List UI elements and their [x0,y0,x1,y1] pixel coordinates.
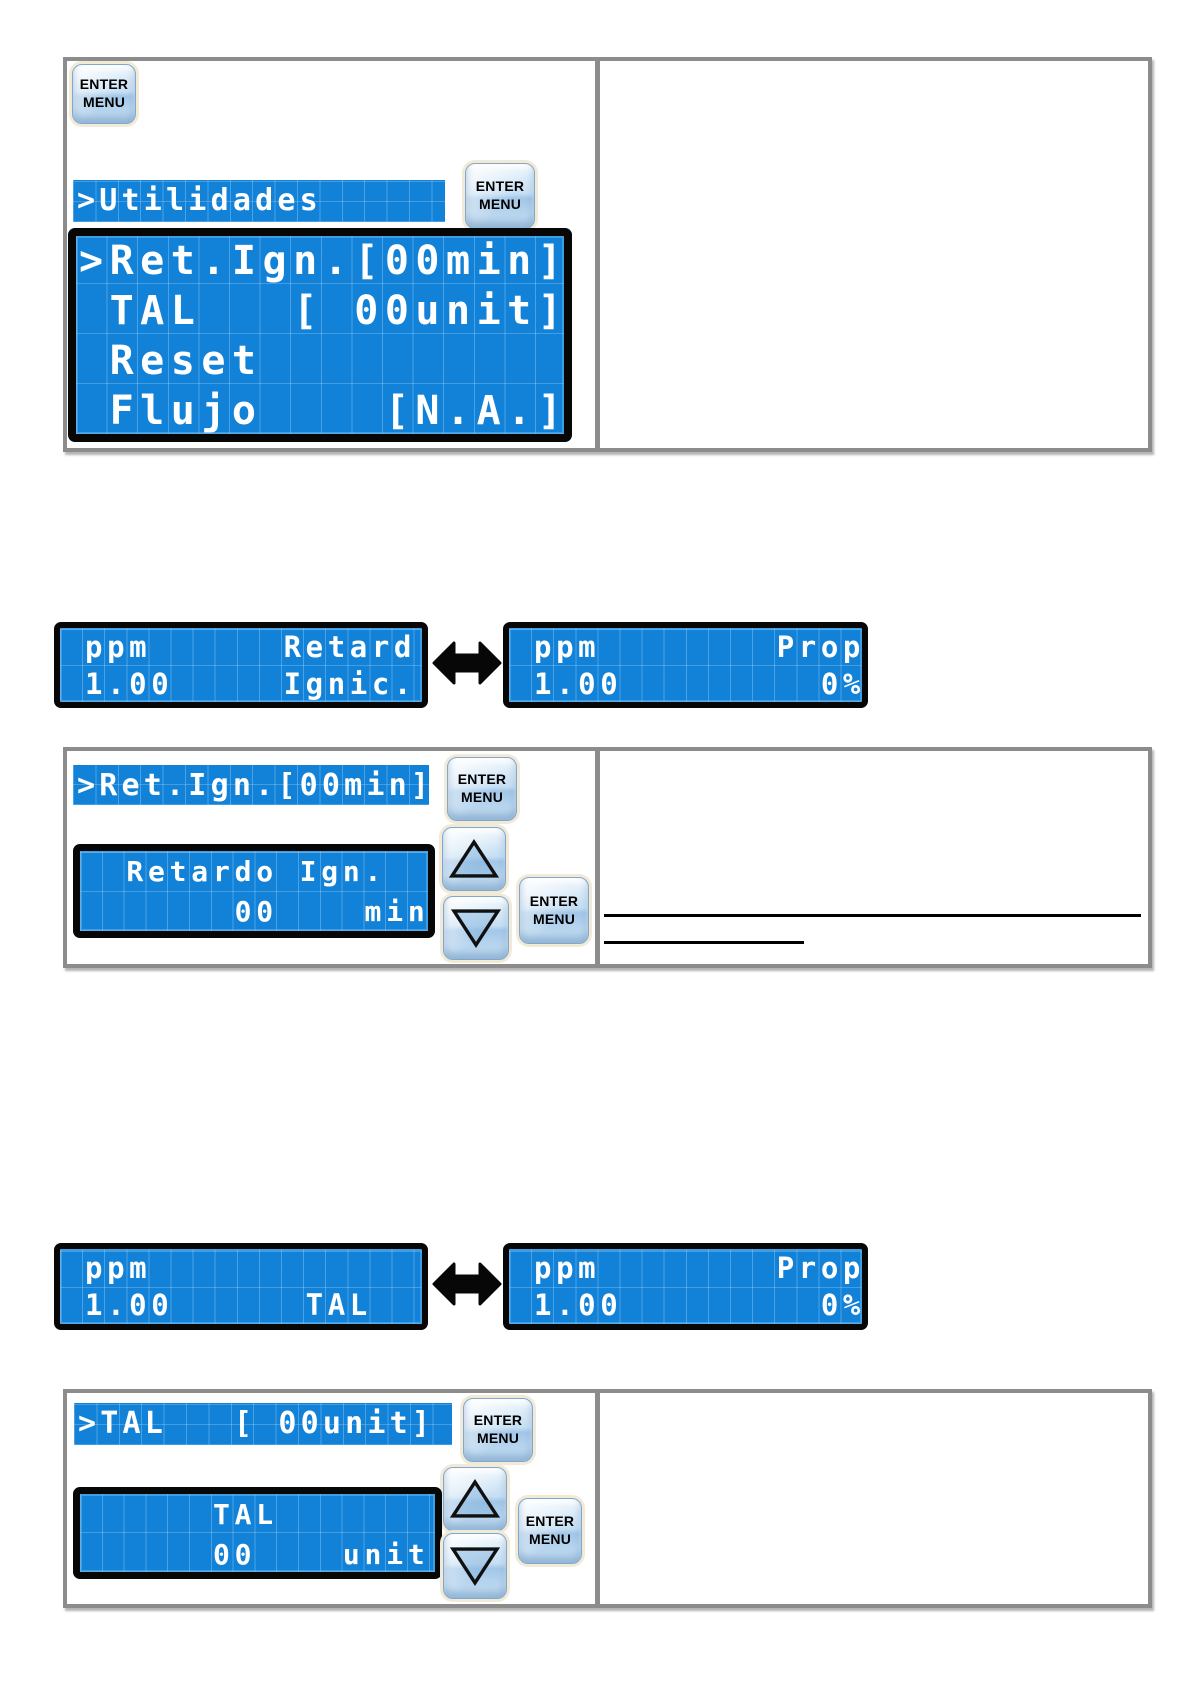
lcd-row: Flujo [N.A.] [79,388,569,434]
panel-column-divider [595,1393,600,1604]
enter-label: ENTER [525,1513,575,1530]
enter-menu-button[interactable]: ENTER MENU [465,163,535,229]
enter-label: ENTER [475,178,525,195]
lcd-row: ppm [63,1251,152,1285]
lcd-row: 00 unit [83,1538,430,1571]
enter-label: ENTER [473,1412,523,1429]
down-arrow-button[interactable] [443,896,509,960]
lcd-row: TAL [ 00unit] [79,288,569,334]
enter-label: ENTER [457,771,507,788]
enter-menu-button[interactable]: ENTER MENU [519,877,589,944]
lcd-row: ppm Retard [63,630,416,664]
enter-menu-button[interactable]: ENTER MENU [72,64,136,124]
menu-bar-tal: >TAL [ 00unit] [74,1403,452,1445]
menu-label: MENU [476,1430,520,1446]
lcd-screen-ppm-retard: ppm Retard 1.00 Ignic. [54,622,428,708]
lcd-row: 1.00 TAL [63,1288,372,1322]
lcd-row: 1.00 Ignic. [63,667,416,701]
lcd-row: Reset [79,338,263,384]
blank-write-line [604,914,1141,917]
lcd-screen-ppm-prop: ppm Prop 1.00 0% [503,1243,868,1330]
menu-bar-text: >TAL [ 00unit] [78,1406,435,1441]
menu-bar-ret-ign: >Ret.Ign.[00min] [73,765,429,805]
lcd-row: 1.00 0% [512,667,865,701]
lcd-row: Retardo Ign. [83,855,387,888]
panel-column-divider [595,751,600,964]
up-triangle-icon [449,1478,501,1518]
lcd-row: TAL [83,1498,278,1531]
menu-label: MENU [532,910,576,927]
down-arrow-button[interactable] [443,1533,507,1599]
lcd-row: ppm Prop [512,1251,865,1285]
menu-label: MENU [478,196,522,212]
enter-menu-button[interactable]: ENTER MENU [518,1498,582,1564]
tal-panel: >TAL [ 00unit] ENTER MENU TAL 00 unit EN… [63,1389,1152,1608]
lcd-row: >Ret.Ign.[00min] [79,238,569,284]
menu-label: MENU [82,94,126,110]
menu-label: MENU [528,1531,572,1547]
menu-label: MENU [460,789,504,805]
lcd-screen-utilities-menu: >Ret.Ign.[00min] TAL [ 00unit] Reset Flu… [68,228,572,442]
panel-column-divider [595,61,600,448]
left-right-arrow-icon [432,641,502,685]
menu-bar-utilidades: >Utilidades [73,180,445,222]
menu-bar-text: >Ret.Ign.[00min] [77,768,429,803]
left-right-arrow-icon [432,1262,502,1306]
down-triangle-icon [450,909,502,949]
up-triangle-icon [448,838,500,878]
lcd-screen-ppm-prop: ppm Prop 1.00 0% [503,622,868,708]
blank-write-line [604,941,804,944]
up-arrow-button[interactable] [443,1467,507,1531]
lcd-row: ppm Prop [512,630,865,664]
lcd-screen-tal-edit: TAL 00 unit [73,1487,442,1579]
lcd-screen-ppm-tal: ppm 1.00 TAL [54,1243,428,1330]
enter-label: ENTER [79,76,129,93]
lcd-row: 00 min [83,895,430,928]
lcd-row: 1.00 0% [512,1288,865,1322]
enter-menu-button[interactable]: ENTER MENU [447,757,517,821]
enter-menu-button[interactable]: ENTER MENU [463,1398,533,1462]
lcd-screen-retardo-ign: Retardo Ign. 00 min [73,844,435,938]
utilities-menu-panel: ENTER MENU >Utilidades ENTER MENU >Ret.I… [63,57,1152,452]
retardo-ignicion-panel: >Ret.Ign.[00min] ENTER MENU Retardo Ign.… [63,747,1152,968]
down-triangle-icon [449,1547,501,1587]
enter-label: ENTER [529,892,579,909]
menu-bar-text: >Utilidades [77,183,322,218]
up-arrow-button[interactable] [442,827,506,891]
